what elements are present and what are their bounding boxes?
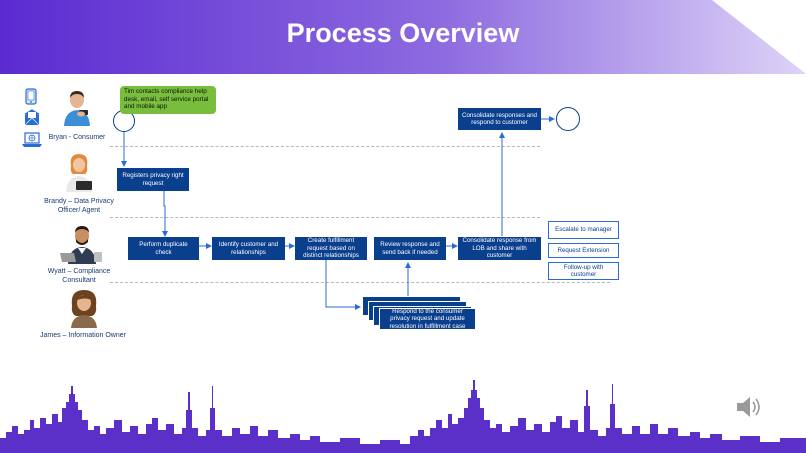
option-escalate: Escalate to manager xyxy=(548,221,619,239)
envelope-icon xyxy=(24,109,40,126)
lane-label-consumer: Bryan - Consumer xyxy=(48,134,106,141)
step-create-fulfillment: Create fulfillment request based on dist… xyxy=(295,237,367,260)
lane-label-privacy-officer: Brandy – Data Privacy Officer/ Agent xyxy=(44,198,114,214)
information-owner-avatar xyxy=(71,290,97,328)
lane-label-compliance-consultant: Wyatt – Compliance Consultant xyxy=(47,268,111,284)
end-event xyxy=(556,107,580,131)
privacy-officer-avatar xyxy=(66,154,92,192)
step-respond-consumer: Respond to the consumer privacy request … xyxy=(379,308,476,330)
header-banner xyxy=(0,0,806,74)
slide-title: Process Overview xyxy=(286,18,520,48)
lane-separator xyxy=(110,146,540,147)
lane-label-information-owner: James – Information Owner xyxy=(40,332,126,339)
consumer-avatar xyxy=(64,91,90,126)
contact-callout: Tim contacts compliance help desk, email… xyxy=(120,86,216,114)
city-skyline-graphic xyxy=(0,380,806,453)
step-duplicate-check: Perform duplicate check xyxy=(128,237,199,260)
speaker-icon[interactable] xyxy=(733,392,763,422)
lane-separator xyxy=(110,282,610,283)
step-identify-customer: Identify customer and relationships xyxy=(212,237,285,260)
step-review-response: Review response and send back if needed xyxy=(374,237,446,260)
step-consolidate-lob: Consolidate response from LOB and share … xyxy=(458,237,541,260)
option-request-extension: Request Extension xyxy=(548,243,619,258)
mobile-phone-icon xyxy=(25,88,37,105)
compliance-consultant-avatar xyxy=(60,226,102,264)
laptop-globe-icon xyxy=(22,132,42,147)
lane-separator xyxy=(110,217,540,218)
step-consolidate-customer: Consolidate responses and respond to cus… xyxy=(458,108,541,130)
step-registers-request: Registers privacy right request xyxy=(117,168,189,191)
option-follow-up: Follow-up with customer xyxy=(548,262,619,280)
